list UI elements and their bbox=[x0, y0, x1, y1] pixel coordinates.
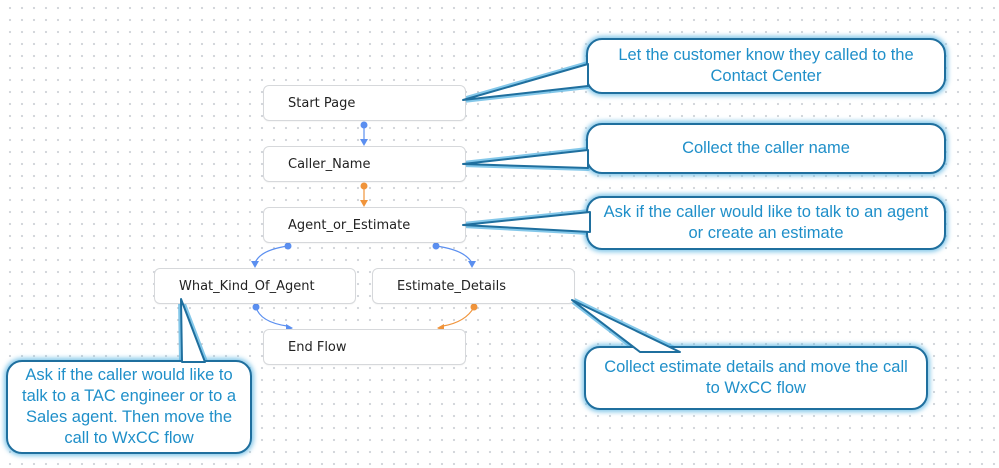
edge-arrowhead bbox=[360, 200, 368, 207]
edge-source-dot bbox=[432, 242, 440, 250]
node-what-kind-of-agent[interactable]: What_Kind_Of_Agent bbox=[154, 268, 356, 304]
callout-pointer-caller-name bbox=[462, 149, 589, 169]
callout-agent-or-estimate: Ask if the caller would like to talk to … bbox=[586, 196, 946, 250]
node-label: End Flow bbox=[288, 339, 347, 355]
callout-text: Collect estimate details and move the ca… bbox=[604, 358, 908, 397]
edge-agent_or_estimate-to-estimate_details bbox=[435, 245, 473, 264]
callout-pointer-start-page bbox=[462, 63, 589, 101]
node-start-page[interactable]: Start Page bbox=[263, 85, 466, 121]
callout-estimate-details: Collect estimate details and move the ca… bbox=[584, 346, 928, 410]
node-estimate-details[interactable]: Estimate_Details bbox=[372, 268, 575, 304]
edge-source-dot bbox=[360, 121, 368, 129]
node-end-flow[interactable]: End Flow bbox=[263, 329, 466, 365]
node-caller-name[interactable]: Caller_Name bbox=[263, 146, 466, 182]
callout-caller-name: Collect the caller name bbox=[586, 123, 946, 174]
callout-what-kind-of-agent: Ask if the caller would like to talk to … bbox=[6, 360, 252, 454]
edge-source-dot bbox=[360, 182, 368, 190]
edge-source-dot bbox=[252, 303, 260, 311]
callout-text: Ask if the caller would like to talk to … bbox=[22, 366, 237, 447]
node-label: Caller_Name bbox=[288, 156, 371, 172]
edge-source-dot bbox=[284, 242, 292, 250]
node-label: What_Kind_Of_Agent bbox=[179, 278, 315, 294]
callout-pointer-agent-or-estimate bbox=[462, 211, 591, 233]
node-label: Start Page bbox=[288, 95, 356, 111]
callout-start-page: Let the customer know they called to the… bbox=[586, 38, 946, 94]
edge-source-dot bbox=[470, 303, 478, 311]
callout-pointer-estimate-details bbox=[571, 299, 681, 353]
callout-text: Ask if the caller would like to talk to … bbox=[603, 203, 929, 242]
callout-text: Collect the caller name bbox=[682, 139, 850, 157]
node-label: Estimate_Details bbox=[397, 278, 506, 294]
edge-arrowhead bbox=[360, 139, 368, 146]
callout-text: Let the customer know they called to the… bbox=[618, 46, 914, 85]
edge-agent_or_estimate-to-what_kind_of_agent bbox=[254, 245, 289, 264]
edge-arrowhead bbox=[468, 261, 476, 268]
node-agent-or-estimate[interactable]: Agent_or_Estimate bbox=[263, 207, 466, 243]
edge-arrowhead bbox=[251, 261, 259, 268]
node-label: Agent_or_Estimate bbox=[288, 217, 411, 233]
callout-pointer-what-kind-of-agent bbox=[180, 298, 206, 363]
